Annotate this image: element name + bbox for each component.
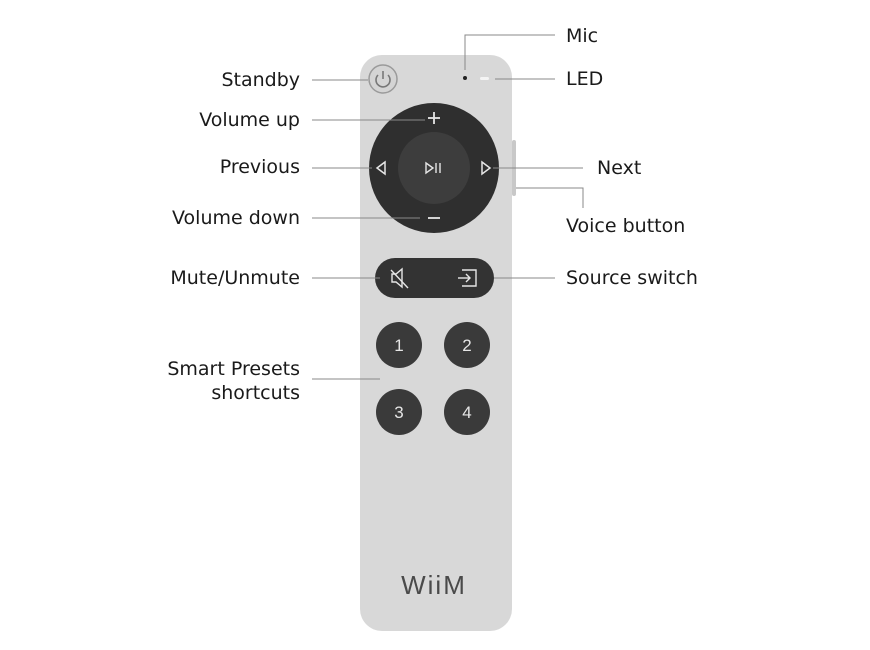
svg-text:2: 2 (462, 336, 471, 355)
preset-button-2: 2 (444, 322, 490, 368)
label-presets-1: Smart Presets (167, 358, 300, 380)
svg-text:4: 4 (462, 403, 471, 422)
label-standby: Standby (221, 69, 300, 91)
mic-hole (463, 76, 467, 80)
label-previous: Previous (219, 156, 300, 178)
previous-icon (375, 160, 386, 176)
label-mute: Mute/Unmute (170, 267, 300, 289)
label-led: LED (566, 68, 604, 90)
plus-icon (428, 112, 440, 124)
label-mic: Mic (566, 25, 599, 47)
power-icon (375, 74, 391, 88)
label-volume-up: Volume up (199, 109, 300, 131)
play-pause-icon (425, 161, 441, 175)
standby-button (368, 64, 398, 94)
source-icon (458, 269, 477, 287)
nav-wheel (369, 103, 499, 233)
svg-text:3: 3 (394, 403, 403, 422)
preset-button-1: 1 (376, 322, 422, 368)
label-next: Next (597, 157, 642, 179)
mute-icon (390, 267, 409, 289)
svg-text:1: 1 (394, 336, 403, 355)
next-icon (481, 160, 492, 176)
mute-source-bar (375, 258, 494, 298)
leader-lines (312, 34, 584, 380)
label-volume-down: Volume down (172, 207, 300, 229)
label-source: Source switch (566, 267, 698, 289)
label-voice: Voice button (566, 215, 686, 237)
led-indicator (480, 77, 489, 80)
wiim-logo: WiiM (401, 570, 467, 600)
preset-button-3: 3 (376, 389, 422, 435)
preset-button-4: 4 (444, 389, 490, 435)
label-presets-2: shortcuts (211, 382, 300, 404)
